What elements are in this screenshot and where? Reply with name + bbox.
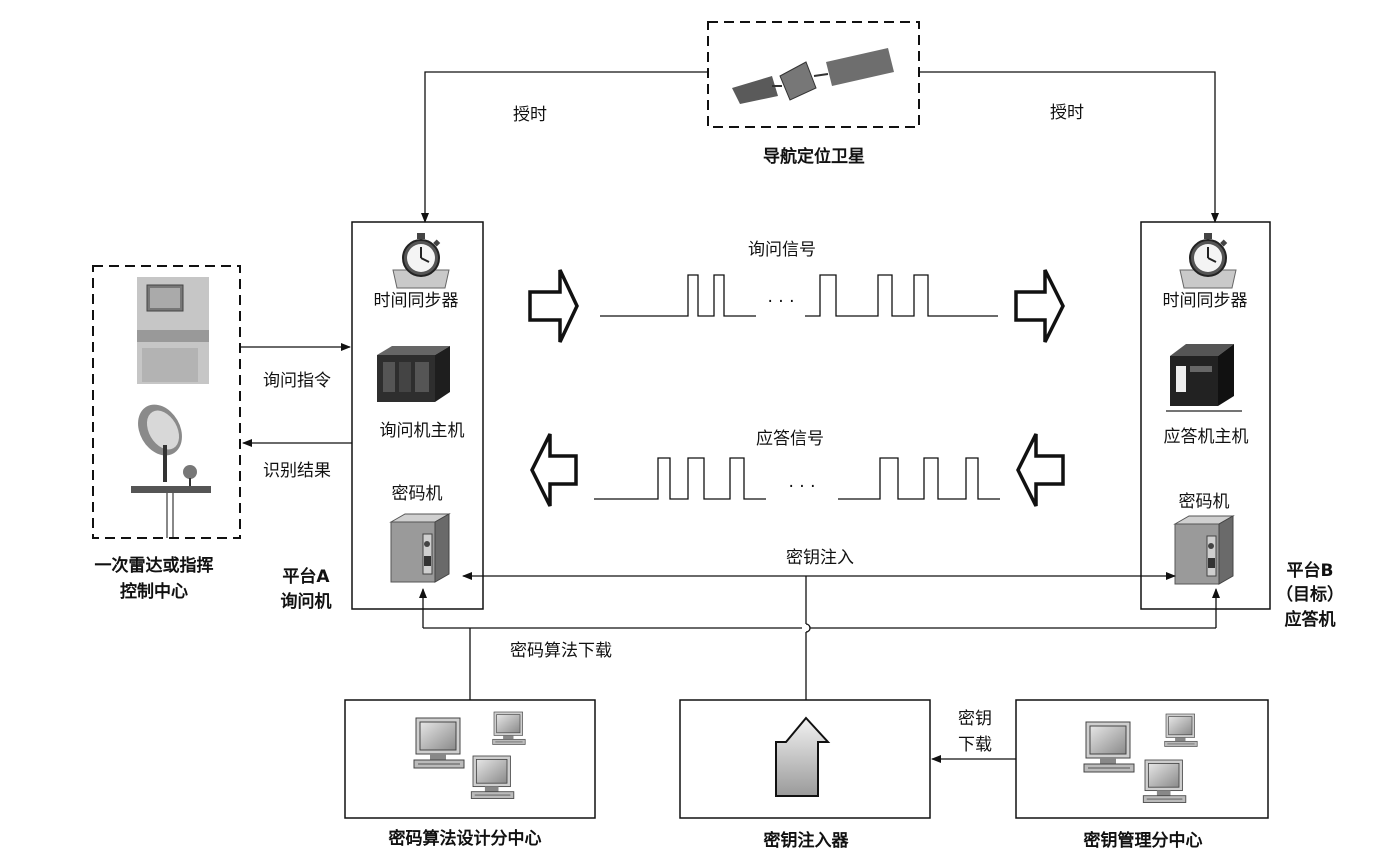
platform-a-crypto-label: 密码机	[392, 484, 443, 504]
reply-arrow-right	[1016, 433, 1065, 507]
query-signal-label: 询问信号	[748, 240, 816, 260]
platform-a-crypto-icon	[390, 513, 450, 583]
timing-label-right: 授时	[1050, 103, 1084, 123]
platform-b-label-line1: 平台B	[1287, 560, 1334, 581]
platform-a-box	[351, 221, 484, 610]
platform-b-crypto-icon	[1174, 515, 1234, 585]
reply-signal-label: 应答信号	[756, 429, 824, 449]
key-injector-box	[679, 699, 931, 819]
timing-line-right	[919, 71, 1219, 223]
platform-b-host-label: 应答机主机	[1164, 427, 1249, 447]
algorithm-design-center-label: 密码算法设计分中心	[389, 828, 542, 849]
key-management-center-box	[1015, 699, 1269, 819]
key-injection-line	[462, 572, 1176, 700]
key-download-label-line1: 密钥	[958, 709, 992, 729]
satellite-box	[707, 21, 920, 128]
up-arrow-icon	[775, 716, 831, 797]
timing-label-left: 授时	[513, 105, 547, 125]
algorithm-download-label: 密码算法下载	[510, 641, 612, 661]
satellite-icon	[732, 48, 894, 104]
platform-b-box	[1140, 221, 1271, 610]
key-management-center-label: 密钥管理分中心	[1084, 830, 1203, 851]
interrogator-host-icon	[377, 346, 450, 402]
platform-b-label-line2: （目标）	[1276, 584, 1344, 605]
platform-b-stopwatch-icon	[1179, 232, 1237, 289]
command-center-box	[92, 265, 241, 539]
key-injector-label: 密钥注入器	[764, 830, 850, 851]
reply-pulse-train	[594, 457, 1000, 500]
computer-icon-3	[470, 755, 515, 799]
query-ellipsis: · · ·	[767, 292, 794, 312]
computer-icon-6	[1142, 759, 1187, 803]
timing-line-left	[421, 71, 708, 223]
command-center-stem	[166, 493, 174, 538]
control-console-icon	[137, 277, 209, 384]
algorithm-download-line	[419, 588, 1220, 700]
identify-result-label: 识别结果	[263, 461, 331, 481]
command-center-label-line1: 一次雷达或指挥	[95, 555, 214, 576]
platform-b-crypto-label: 密码机	[1179, 492, 1230, 512]
platform-b-label-line3: 应答机	[1285, 609, 1336, 630]
reply-ellipsis: · · ·	[788, 477, 815, 497]
computer-icon-2	[492, 711, 526, 745]
radar-dish-icon	[131, 404, 211, 493]
query-command-label: 询问指令	[263, 371, 331, 391]
platform-a-label-line1: 平台A	[282, 566, 330, 587]
algorithm-design-center-box	[344, 699, 596, 819]
platform-a-host-label: 询问机主机	[380, 421, 465, 441]
computer-icon-5	[1164, 713, 1198, 747]
platform-a-label-line2: 询问机	[281, 591, 332, 612]
key-download-label-line2: 下载	[958, 735, 992, 755]
platform-a-stopwatch-icon	[392, 232, 450, 289]
command-center-label-line2: 控制中心	[120, 581, 188, 602]
computer-icon-4	[1083, 721, 1135, 773]
query-pulse-train	[600, 274, 998, 317]
computer-icon-1	[413, 717, 465, 769]
key-injection-label: 密钥注入	[786, 548, 854, 568]
satellite-label: 导航定位卫星	[763, 146, 865, 167]
reply-arrow-left	[530, 433, 578, 507]
transponder-host-icon	[1166, 344, 1242, 412]
query-arrow-right	[1014, 269, 1065, 343]
query-arrow-left	[528, 269, 579, 343]
platform-b-time-sync-label: 时间同步器	[1163, 291, 1248, 311]
platform-a-time-sync-label: 时间同步器	[374, 291, 459, 311]
